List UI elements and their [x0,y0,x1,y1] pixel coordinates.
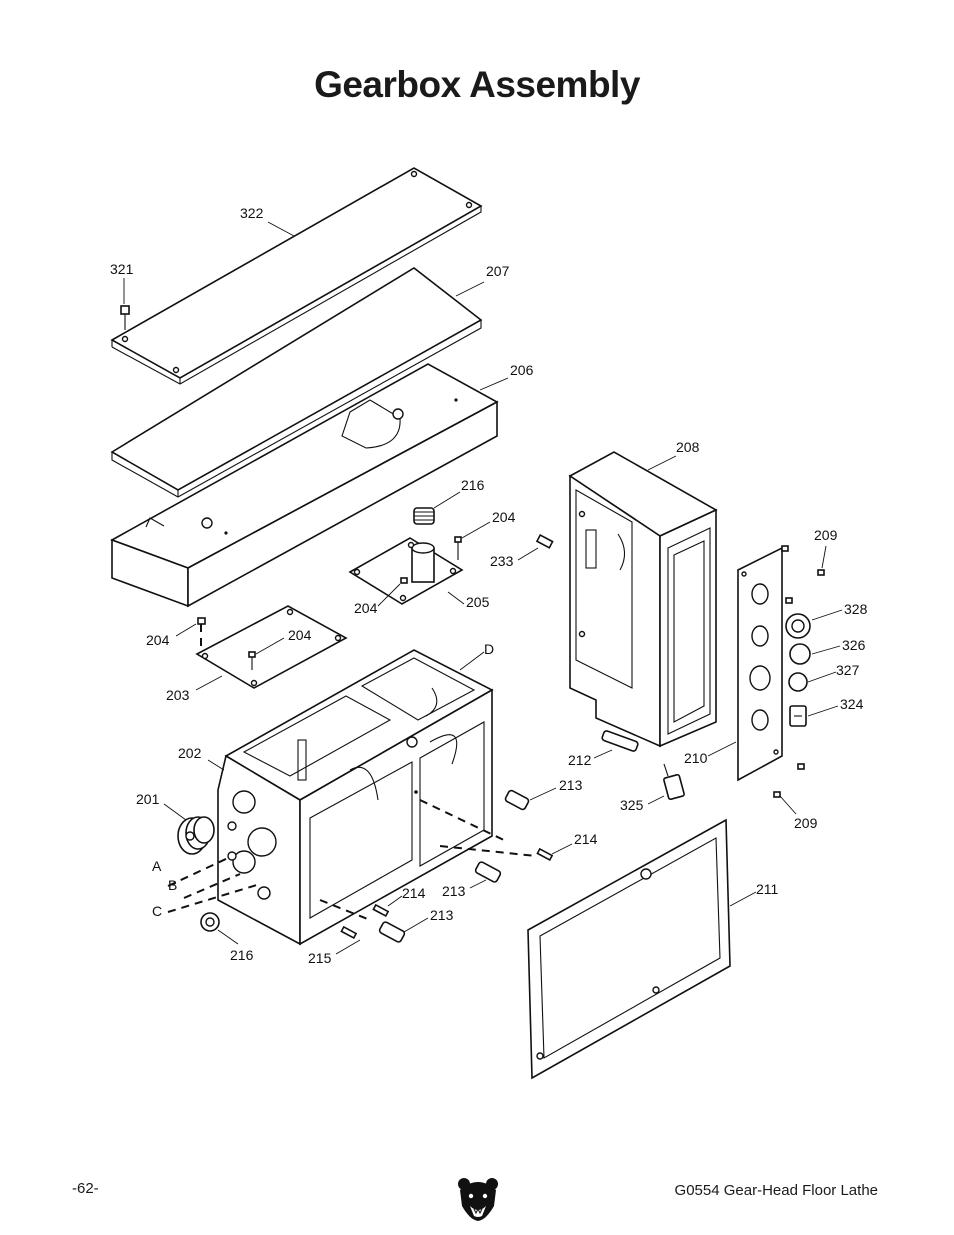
callout-216-upper: 216 [461,477,485,493]
part-213-bolt-upper [504,789,530,811]
dash-guide-2 [439,845,537,857]
callout-B: B [168,877,177,893]
part-208-column-box [568,451,718,748]
callout-233: 233 [490,553,514,569]
callout-203: 203 [166,687,190,703]
callout-324: 324 [840,696,864,712]
part-214-pin-right [536,847,554,862]
callout-211: 211 [756,881,779,897]
callout-214-right: 214 [574,831,598,847]
part-325-limit-switch [663,763,685,801]
part-211-gasket-frame [527,818,731,1080]
part-233-pin [535,533,554,549]
part-321-screw [120,305,130,330]
part-214-pin-left [372,903,390,918]
part-207-gasket [110,267,483,498]
shaft-line-b [183,873,241,899]
callout-213-upper: 213 [559,777,583,793]
callout-325: 325 [620,797,644,813]
page-title: Gearbox Assembly [314,64,640,105]
part-326-button [789,643,811,665]
part-210-control-panel [737,546,783,782]
part-213-bolt-middle [474,861,502,883]
callout-205: 205 [466,594,490,610]
footer-model-name: G0554 Gear-Head Floor Lathe [674,1182,878,1199]
part-209-screw-bottom [773,791,781,798]
part-203-cover [195,605,348,689]
part-209-screw-low [797,763,805,770]
callout-204-b: 204 [354,600,378,616]
callout-204-a: 204 [492,509,516,525]
callout-321: 321 [110,261,134,277]
callout-207: 207 [486,263,510,279]
part-206-top-box [110,363,499,608]
callout-C: C [152,903,162,919]
part-324-switch [789,705,807,727]
callout-213-middle: 213 [442,883,466,899]
part-209-screw-mid [785,597,793,604]
callout-201: 201 [136,791,160,807]
part-201-pulley [177,816,215,855]
callout-327: 327 [836,662,860,678]
callout-326: 326 [842,637,866,653]
part-216-upper-knob [413,507,435,525]
part-216-lower-knob [200,912,220,932]
callout-214-left: 214 [402,885,426,901]
bear-head-logo-icon [458,1178,498,1221]
part-205-bearing-plate [348,536,464,605]
callout-202: 202 [178,745,202,761]
callout-204-c: 204 [146,632,170,648]
callout-209-top: 209 [814,527,838,543]
callout-204-d: 204 [288,627,312,643]
callout-210: 210 [684,750,708,766]
page-number: -62- [72,1180,99,1197]
callout-D: D [484,641,494,657]
callout-A: A [152,858,162,874]
dash-guide-3 [319,899,371,921]
callout-322: 322 [240,205,264,221]
callout-216-lower: 216 [230,947,254,963]
part-322-cover-plate [110,167,483,385]
callout-328: 328 [844,601,868,617]
part-212-bolt [601,730,639,752]
callout-206: 206 [510,362,534,378]
part-213-bolt-lower [378,921,406,943]
part-209-screw-top [781,545,789,552]
leader-lines [123,221,843,955]
shaft-line-a [167,857,229,887]
callout-215: 215 [308,950,332,966]
part-327-button [788,672,808,692]
callout-213-lower: 213 [430,907,454,923]
callout-209-bottom: 209 [794,815,818,831]
callout-208: 208 [676,439,700,455]
shaft-line-c [167,883,261,913]
part-328-328-fitting [785,613,811,639]
dash-guide-1 [419,799,509,843]
part-209-screw-right [817,569,825,576]
callout-212: 212 [568,752,592,768]
part-202-gearbox-housing [217,649,494,946]
part-215-pin [340,925,358,940]
